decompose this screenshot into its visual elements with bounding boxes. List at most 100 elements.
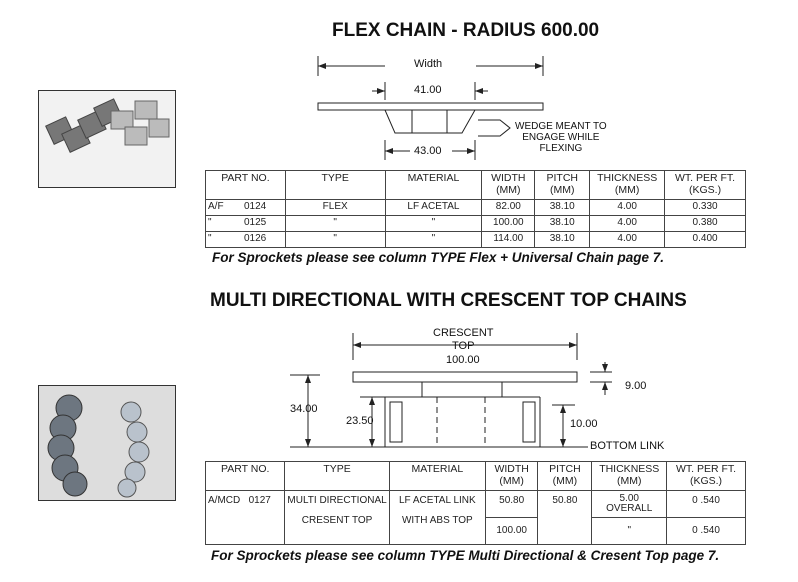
header-line: TYPE xyxy=(323,463,351,475)
crescent-chain-diagram xyxy=(290,333,612,448)
column-header: PITCH(MM) xyxy=(537,461,593,491)
column-header: PITCH(MM) xyxy=(534,170,591,200)
header-line: (KGS.) xyxy=(689,475,723,487)
table-cell: 82.00 xyxy=(481,199,536,216)
table-cell: 38.10 xyxy=(534,231,591,248)
header-line: WIDTH xyxy=(491,172,526,184)
weight-cell: 0 .540 xyxy=(666,490,746,518)
part-cell: A/F 0124 xyxy=(205,199,286,216)
table-cell: " xyxy=(284,231,386,248)
crescent-chain-image xyxy=(47,394,150,498)
section1-note: For Sprockets please see column TYPE Fle… xyxy=(212,250,665,265)
width-cell: 100.00 xyxy=(484,517,539,545)
header-line: (KGS.) xyxy=(689,184,722,196)
part-number: 0126 xyxy=(244,233,267,244)
table-cell: 0.400 xyxy=(664,231,746,248)
width-cell: 50.80 xyxy=(484,490,539,518)
dim-43: 43.00 xyxy=(414,145,442,157)
table-cell: 38.10 xyxy=(534,199,591,216)
column-header: TYPE xyxy=(284,170,386,200)
header-line: MATERIAL xyxy=(411,463,464,475)
wedge-note-line: WEDGE MEANT TO xyxy=(515,121,607,132)
part-prefix: A/MCD xyxy=(208,495,241,506)
header-line: (MM) xyxy=(614,184,640,196)
header-line: THICKNESS xyxy=(597,172,658,184)
dim-9: 9.00 xyxy=(625,380,647,392)
header-line: THICKNESS xyxy=(599,463,660,475)
wedge-note: WEDGE MEANT TO ENGAGE WHILE FLEXING xyxy=(515,121,607,154)
section1-title: FLEX CHAIN - RADIUS 600.00 xyxy=(332,20,600,41)
type-line: MULTI DIRECTIONAL xyxy=(287,495,387,506)
table-cell: " xyxy=(384,231,483,248)
flex-chain-photo xyxy=(38,90,176,188)
column-header: MATERIAL xyxy=(388,461,486,491)
bottom-link-label: BOTTOM LINK xyxy=(590,440,665,452)
header-line: PART NO. xyxy=(220,463,270,475)
header-line: TYPE xyxy=(321,172,349,184)
crescent-chain-photo xyxy=(38,385,176,501)
section2-note: For Sprockets please see column TYPE Mul… xyxy=(211,548,720,563)
weight-cell: 0 .540 xyxy=(666,517,746,545)
dim-41: 41.00 xyxy=(414,84,442,96)
header-line: (MM) xyxy=(499,475,524,487)
column-header: PART NO. xyxy=(205,170,286,200)
column-header: WT. PER FT.(KGS.) xyxy=(666,461,746,491)
column-header: WT. PER FT.(KGS.) xyxy=(664,170,746,200)
table-cell: 4.00 xyxy=(589,215,666,232)
header-line: (MM) xyxy=(616,475,642,487)
table-cell: 114.00 xyxy=(481,231,536,248)
header-line: WIDTH xyxy=(494,463,529,475)
part-cell: "0126 xyxy=(205,231,286,248)
wedge-note-line: FLEXING xyxy=(539,143,583,154)
material-cell: LF ACETAL LINK WITH ABS TOP xyxy=(388,490,486,545)
part-cell: "0125 xyxy=(205,215,286,232)
header-line: (MM) xyxy=(496,184,521,196)
part-number: 0124 xyxy=(244,201,267,212)
column-header: MATERIAL xyxy=(384,170,483,200)
top-label: TOP xyxy=(452,340,475,352)
header-line: MATERIAL xyxy=(407,172,460,184)
material-line: LF ACETAL LINK xyxy=(398,495,476,506)
part-prefix: A/F xyxy=(208,201,224,212)
dim-23-5: 23.50 xyxy=(346,415,374,427)
dim-34: 34.00 xyxy=(290,403,318,415)
flex-chain-diagram xyxy=(317,56,544,160)
column-header: THICKNESS(MM) xyxy=(589,170,666,200)
header-line: PITCH xyxy=(546,172,578,184)
column-header: TYPE xyxy=(284,461,390,491)
part-cell: A/MCD 0127 xyxy=(204,490,286,545)
header-line: WT. PER FT. xyxy=(675,172,736,184)
thickness-note: OVERALL xyxy=(606,503,653,514)
table-cell: 4.00 xyxy=(589,231,666,248)
width-label: Width xyxy=(414,58,443,70)
column-header: WIDTH(MM) xyxy=(481,170,536,200)
thickness-value: 5.00 xyxy=(619,493,639,504)
header-line: WT. PER FT. xyxy=(675,463,737,475)
header-line: (MM) xyxy=(549,184,575,196)
header-line: PART NO. xyxy=(221,172,270,184)
crescent-label: CRESCENT xyxy=(433,327,494,339)
type-cell: MULTI DIRECTIONAL CRESENT TOP xyxy=(284,490,390,545)
type-line: CRESENT TOP xyxy=(301,515,373,526)
part-number: 0127 xyxy=(248,495,271,506)
part-number: 0125 xyxy=(244,217,267,228)
header-line: (MM) xyxy=(552,475,578,487)
wedge-note-line: ENGAGE WHILE xyxy=(522,132,600,143)
table-cell: FLEX xyxy=(284,199,386,216)
material-line: WITH ABS TOP xyxy=(401,515,473,526)
table-cell: " xyxy=(284,215,386,232)
table-cell: 0.380 xyxy=(664,215,746,232)
table-cell: 100.00 xyxy=(481,215,536,232)
header-line: PITCH xyxy=(549,463,581,475)
column-header: THICKNESS(MM) xyxy=(591,461,667,491)
table-cell: " xyxy=(384,215,483,232)
column-header: WIDTH(MM) xyxy=(484,461,539,491)
dim-10: 10.00 xyxy=(570,418,598,430)
dim-100: 100.00 xyxy=(446,354,480,366)
flex-chain-image xyxy=(45,98,170,153)
